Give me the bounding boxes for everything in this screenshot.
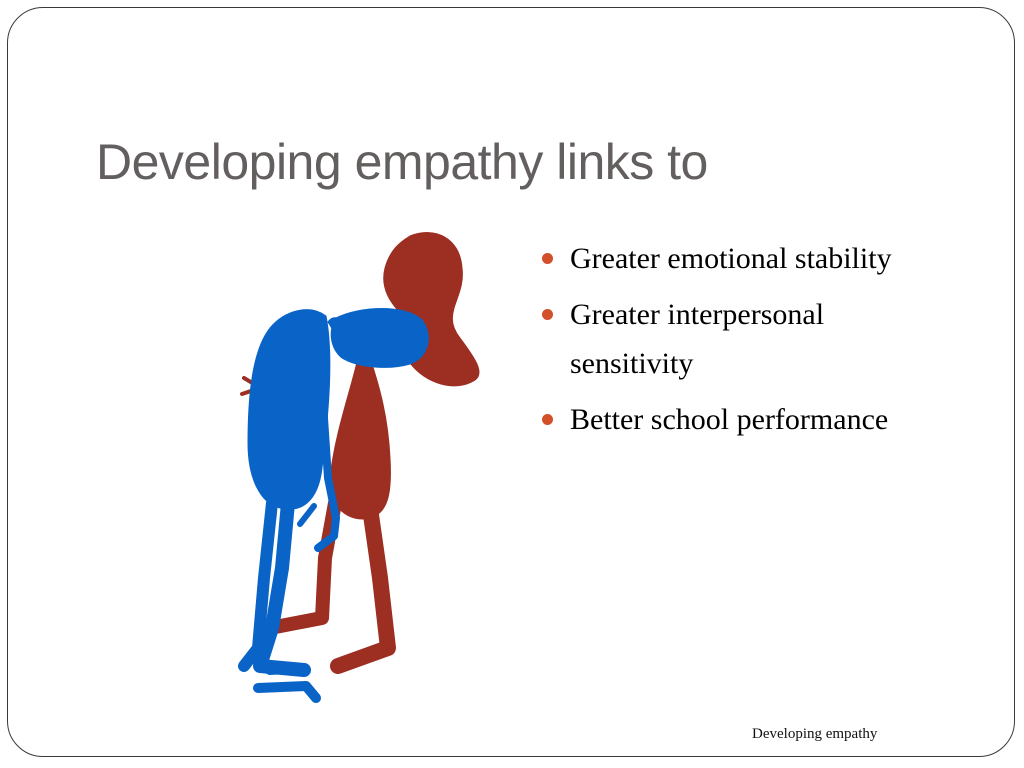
blue-figure-head xyxy=(330,308,429,368)
slide-footer: Developing empathy xyxy=(752,726,878,742)
blue-figure-neck xyxy=(327,317,343,340)
blue-figure-hand xyxy=(297,503,317,527)
blue-figure-feet xyxy=(253,663,321,703)
bullet-list: Greater emotional stability Greater inte… xyxy=(538,234,938,451)
slide-frame: Developing empathy links to xyxy=(7,7,1015,757)
blue-figure-leg-back xyxy=(238,497,278,672)
red-figure-head xyxy=(389,261,437,315)
bullet-text: Better school performance xyxy=(570,403,889,436)
slide-title: Developing empathy links to xyxy=(96,134,708,190)
red-figure-torso xyxy=(329,357,391,520)
bullet-dot-icon xyxy=(542,414,553,425)
bullet-item-school-performance: Better school performance xyxy=(538,395,938,444)
bullet-dot-icon xyxy=(542,309,553,320)
bullet-text: Greater emotional stability xyxy=(570,242,892,275)
bullet-dot-icon xyxy=(542,253,553,264)
red-figure-leg-front xyxy=(330,500,396,674)
blue-figure-arm xyxy=(314,354,340,552)
blue-figure xyxy=(238,308,429,703)
bullet-item-interpersonal-sensitivity: Greater interpersonal sensitivity xyxy=(538,290,938,388)
bullet-item-emotional-stability: Greater emotional stability xyxy=(538,234,938,283)
bullet-text: Greater interpersonal sensitivity xyxy=(570,298,825,380)
two-figures-empathy-illustration xyxy=(238,232,480,703)
blue-figure-torso xyxy=(247,309,331,510)
red-figure-leg-back xyxy=(263,496,342,635)
